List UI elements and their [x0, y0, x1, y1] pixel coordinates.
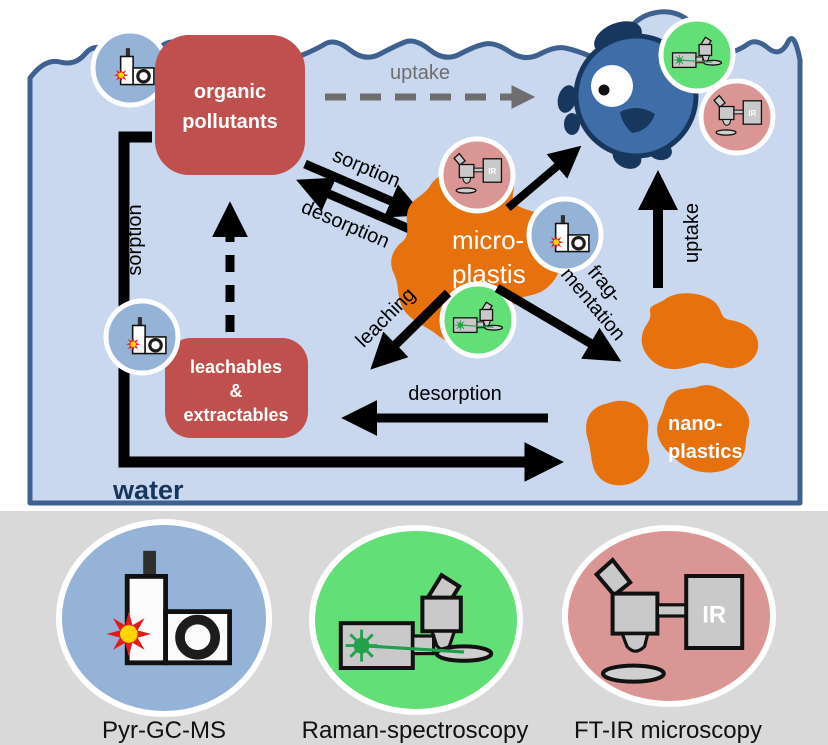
desorption-arrow	[296, 177, 416, 236]
microplastics-line1: micro-	[452, 225, 524, 255]
fragment-blob-top	[641, 293, 759, 370]
fish-side-fin	[620, 107, 655, 133]
leachables-line2: &	[230, 381, 243, 401]
legend-label-ftir: FT-IR microscopy	[574, 717, 762, 744]
organic-pollutants-line2: pollutants	[182, 111, 278, 133]
legend-item-pyr: Pyr-GC-MS	[56, 519, 272, 744]
sorption-vertical-label: sorption	[124, 204, 146, 275]
uptake-vertical-label: uptake	[681, 203, 703, 263]
uptake-dashed-label: uptake	[390, 62, 450, 84]
leachables-line1: leachables	[190, 357, 282, 377]
leaching-arrow	[370, 289, 452, 370]
legend-item-raman: Raman-spectroscopy	[302, 525, 529, 744]
leachables-node: leachables & extractables	[165, 338, 308, 438]
fragment-blob-left	[586, 400, 650, 486]
organic-pollutants-line1: organic	[194, 81, 266, 103]
ftir-badge-fish	[698, 78, 776, 156]
legend-label-raman: Raman-spectroscopy	[302, 717, 529, 744]
sorption-path-arrow	[118, 131, 564, 482]
raman-badge-fish	[658, 16, 736, 94]
nanoplastics-line2: plastics	[668, 441, 742, 463]
microplastics-to-fish-arrow	[505, 145, 582, 212]
water-label: water	[112, 475, 184, 505]
desorption-horizontal-label: desorption	[408, 383, 501, 405]
legend-item-ftir: FT-IR microscopy	[562, 525, 776, 744]
fish	[557, 21, 699, 169]
fish-pupil	[598, 84, 610, 96]
raman-badge-microplastics	[439, 281, 517, 359]
organic-pollutants-node: organic pollutants	[155, 35, 305, 175]
leachables-line3: extractables	[183, 405, 288, 425]
pyr-badge-microplastics	[526, 196, 604, 274]
nanoplastics-line1: nano-	[668, 413, 722, 435]
fish-eye	[591, 65, 633, 107]
nanoplastics-node: nano- plastics	[657, 385, 750, 473]
pyr-badge-leachables	[103, 298, 181, 376]
fragmentation-arrow	[494, 284, 622, 362]
legend-label-pyr: Pyr-GC-MS	[102, 717, 226, 744]
ftir-badge-microplastics	[438, 136, 516, 214]
sorption-arrow	[303, 159, 424, 218]
